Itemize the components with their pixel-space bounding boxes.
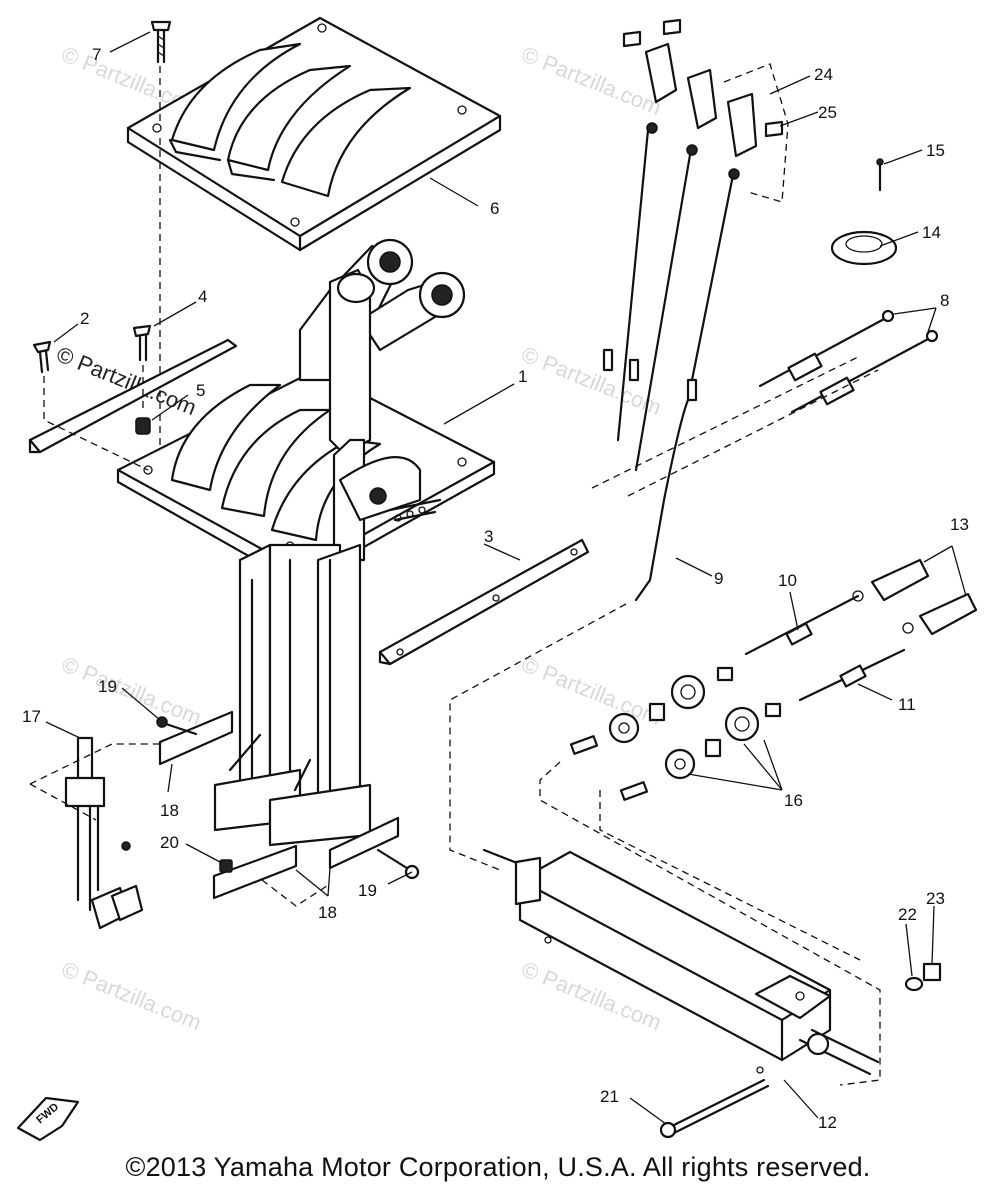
- callout-1: 1: [518, 367, 527, 386]
- callout-3: 3: [484, 527, 493, 546]
- watermark: © Partzilla.com: [518, 41, 665, 120]
- callout-22: 22: [898, 905, 917, 924]
- callout-12: 12: [818, 1113, 837, 1132]
- part-5-nut: [135, 417, 151, 435]
- part-23-nut: [922, 962, 942, 982]
- watermark: © Partzilla.com: [518, 651, 665, 730]
- part-10-cable-end: [744, 590, 864, 656]
- callout-15: 15: [926, 141, 945, 160]
- watermark: © Partzilla.com: [518, 341, 665, 420]
- callout-18-lower: 18: [318, 903, 337, 922]
- callout-13: 13: [950, 515, 969, 534]
- callout-10: 10: [778, 571, 797, 590]
- fwd-direction-marker: FWD: [16, 1096, 80, 1142]
- callout-8: 8: [940, 291, 949, 310]
- routing-line-main: [449, 603, 627, 871]
- callout-25: 25: [818, 103, 837, 122]
- part-15-screw: [876, 158, 884, 192]
- left-plate: [28, 338, 238, 454]
- part-12-actuator: [482, 848, 880, 1076]
- part-21-bolt: [659, 1078, 770, 1139]
- callout-11: 11: [898, 695, 916, 714]
- callout-19-lower: 19: [358, 881, 377, 900]
- part-13-joints: [870, 558, 978, 636]
- part-6-cover-plate: [126, 16, 502, 252]
- exploded-parts-diagram: © Partzilla.com © Partzilla.com © Partzi…: [16, 16, 978, 1142]
- part-9-cables: [602, 122, 740, 602]
- watermark: © Partzilla.com: [58, 651, 205, 730]
- routing-line-lower: [539, 761, 881, 1086]
- part-2-bolt: [32, 340, 52, 374]
- part-16-nuts: [569, 666, 782, 801]
- watermark: © Partzilla.com: [58, 956, 205, 1035]
- part-1-control-box: [116, 238, 496, 586]
- part-11-cable-end: [798, 622, 914, 702]
- part-18-plate-upper: [158, 710, 234, 766]
- part-20-nut: [219, 859, 233, 873]
- callout-7: 7: [92, 45, 101, 64]
- bolt-2-axis-line: [43, 376, 149, 471]
- callout-19-upper: 19: [98, 677, 117, 696]
- callout-14: 14: [922, 223, 941, 242]
- callout-9: 9: [714, 569, 723, 588]
- callout-18-upper: 18: [160, 801, 179, 820]
- callout-2: 2: [80, 309, 89, 328]
- part-7-bolt: [150, 20, 172, 64]
- part-22-washer: [904, 976, 924, 992]
- callout-labels: 7 6 2 4 5 1 3 24 25 15 14 8 9 10 13 11 1…: [22, 45, 969, 1132]
- callout-16: 16: [784, 791, 803, 810]
- part-24-25-cable-ends: [622, 18, 789, 203]
- watermark-strong: © Partzilla.com: [53, 341, 200, 420]
- part-14-grommet: [830, 230, 898, 266]
- part-3-plate: [378, 538, 590, 666]
- routing-line-upper: [591, 355, 879, 497]
- part-18-plate-lower: [212, 816, 400, 900]
- leader-lines: [45, 31, 967, 1125]
- routing-line-lower-2: [599, 790, 861, 961]
- control-box-housing: [213, 543, 372, 847]
- callout-24: 24: [814, 65, 833, 84]
- callout-4: 4: [198, 287, 207, 306]
- part-8-cable-links: [758, 309, 939, 414]
- callout-20: 20: [160, 833, 179, 852]
- part-4-screw: [132, 324, 152, 362]
- routing-line-18: [261, 879, 331, 907]
- callout-6: 6: [490, 199, 499, 218]
- callout-5: 5: [196, 381, 205, 400]
- part-19-screw-lower: [376, 848, 420, 880]
- part-17-switch: [29, 736, 180, 930]
- callout-23: 23: [926, 889, 945, 908]
- copyright-notice: ©2013 Yamaha Motor Corporation, U.S.A. A…: [125, 1152, 871, 1182]
- callout-17: 17: [22, 707, 41, 726]
- watermark: © Partzilla.com: [518, 956, 665, 1035]
- callout-21: 21: [600, 1087, 619, 1106]
